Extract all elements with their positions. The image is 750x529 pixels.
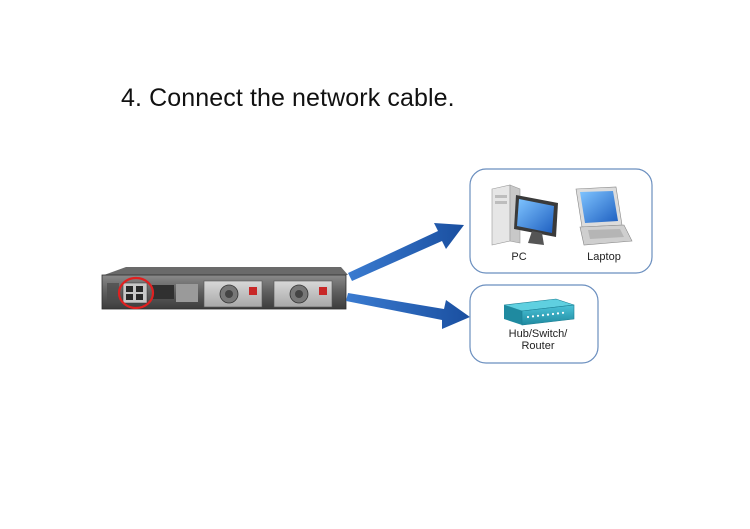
network-connection-diagram: PC Laptop Hub/Switch/ Router	[101, 168, 653, 364]
arrow-icon	[346, 293, 470, 329]
hub-label-line2: Router	[521, 340, 554, 352]
monitor-icon	[514, 195, 558, 245]
hub-label-line1: Hub/Switch/	[509, 328, 569, 340]
pc-label: PC	[511, 251, 526, 263]
laptop-label: Laptop	[587, 251, 621, 263]
lan-port-highlight	[117, 276, 155, 310]
step-title: 4. Connect the network cable.	[121, 84, 455, 112]
arrow-icon	[348, 223, 464, 281]
power-supply-2	[273, 280, 333, 308]
laptop-icon	[575, 186, 633, 246]
computer-device-box: PC Laptop	[469, 168, 653, 274]
nas-rackmount-unit	[101, 267, 348, 310]
power-supply-1	[203, 280, 263, 308]
network-device-box: Hub/Switch/ Router	[469, 284, 599, 364]
network-switch-icon	[503, 298, 575, 326]
